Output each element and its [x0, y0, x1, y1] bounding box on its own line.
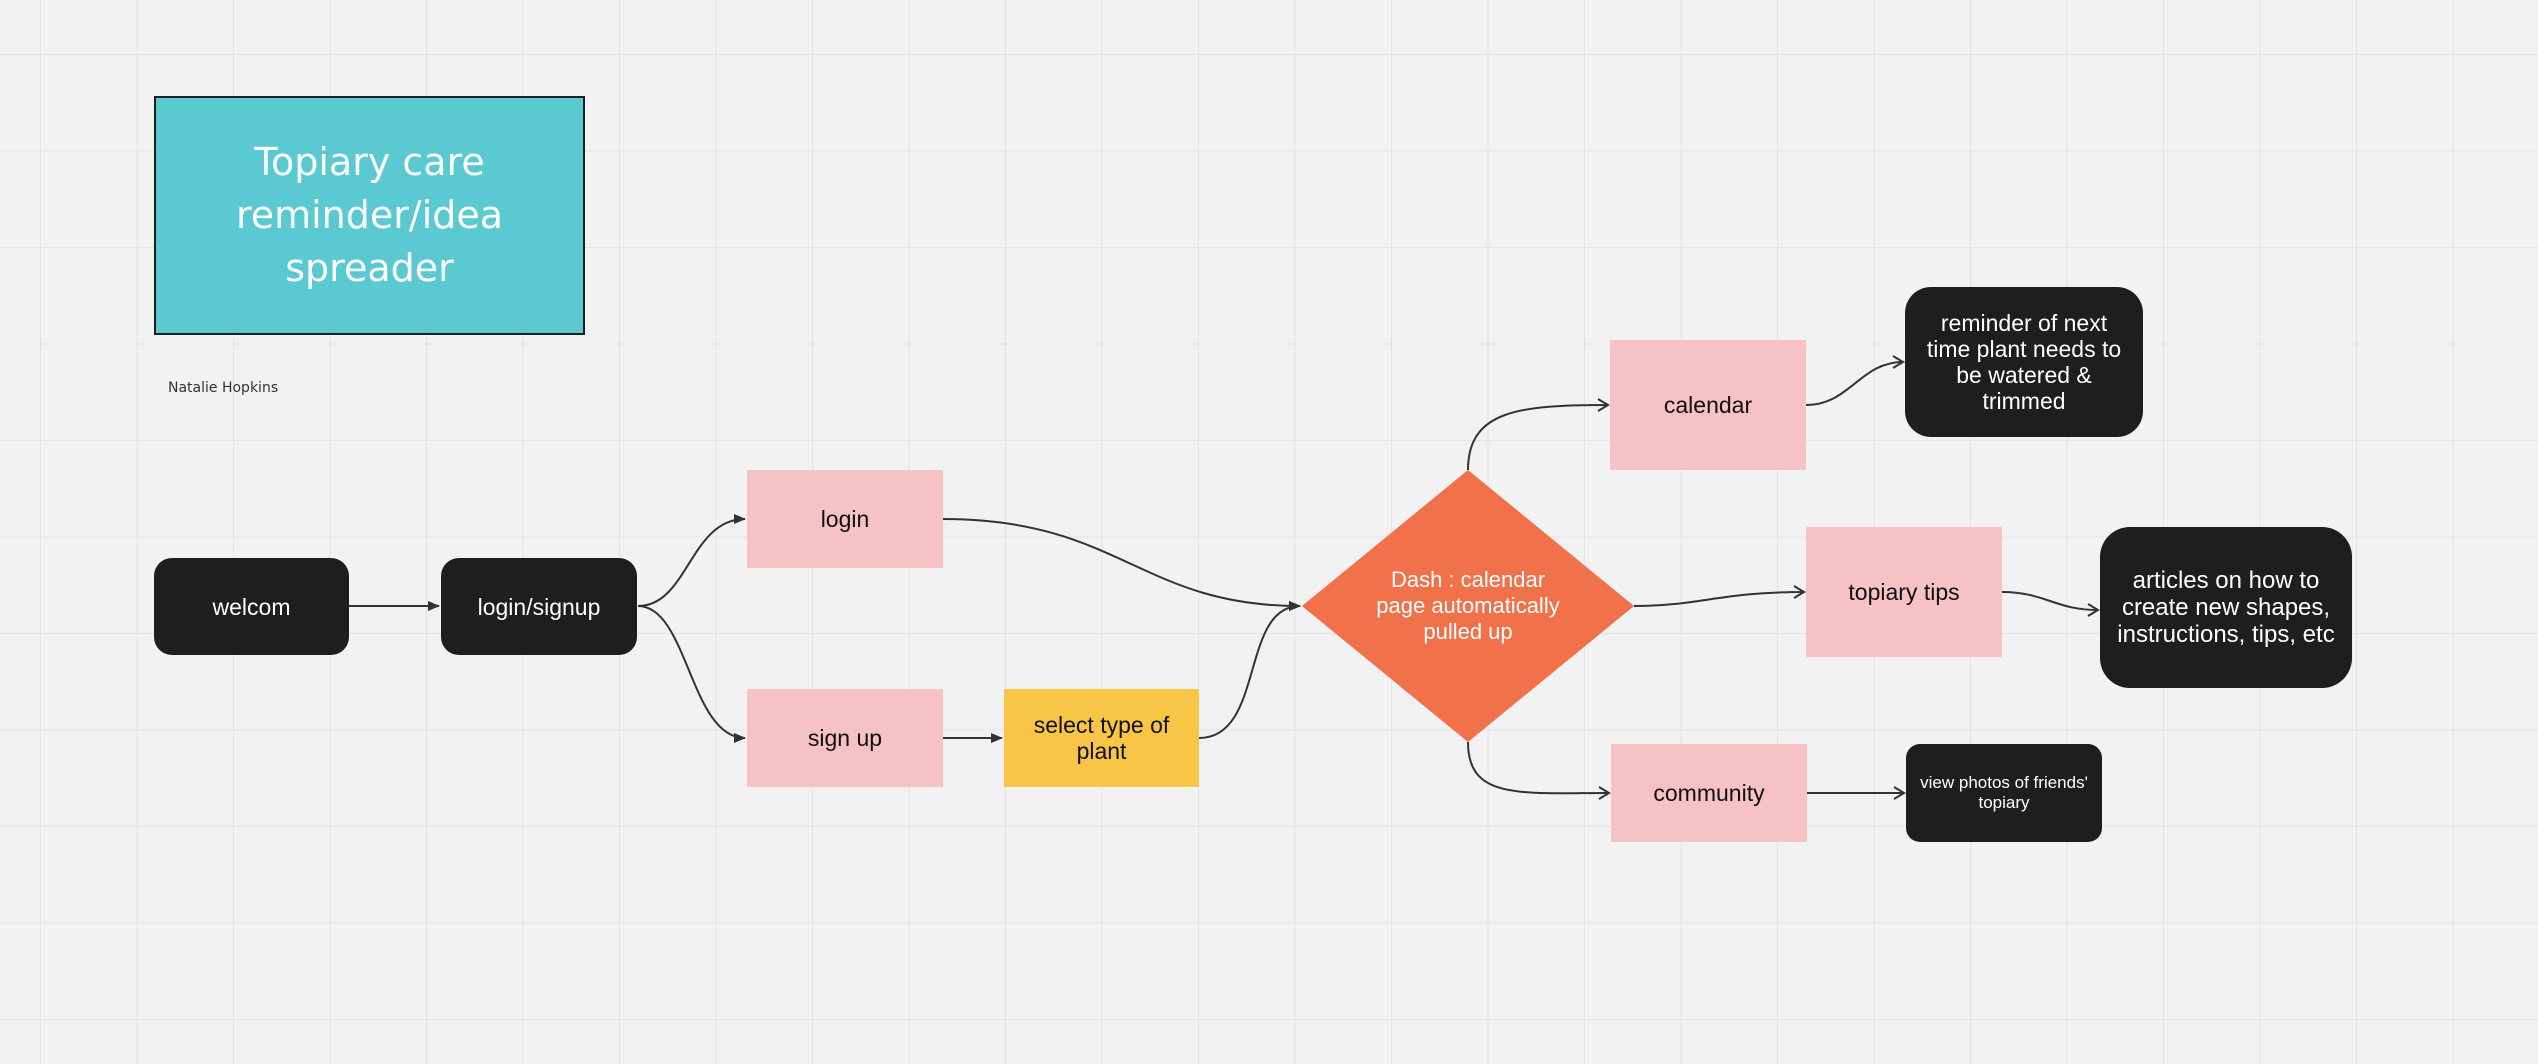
node-dash-decision[interactable]: Dash : calendar page automatically pulle… [1302, 470, 1634, 742]
edge-calendar-reminder[interactable] [1805, 355, 1905, 406]
edge-tips-articles[interactable] [2001, 591, 2100, 617]
edge-dash-tips[interactable] [1633, 585, 1806, 607]
node-community[interactable]: community [1611, 744, 1807, 842]
node-dash-label: Dash : calendar page automatically pulle… [1376, 567, 1560, 644]
node-calendar-label: calendar [1663, 392, 1753, 418]
node-reminder[interactable]: reminder of next time plant needs to be … [1905, 287, 2143, 437]
node-topiary-tips[interactable]: topiary tips [1806, 527, 2002, 657]
author-label: Natalie Hopkins [168, 380, 279, 396]
edge-loginsignup-login[interactable] [637, 514, 746, 607]
node-articles[interactable]: articles on how to create new shapes, in… [2100, 527, 2352, 688]
node-reminder-label: reminder of next time plant needs to be … [1926, 310, 2122, 414]
node-login-signup-label: login/signup [477, 593, 601, 620]
node-select-plant[interactable]: select type of plant [1004, 689, 1199, 787]
node-articles-label: articles on how to create new shapes, in… [2117, 567, 2335, 648]
node-calendar[interactable]: calendar [1610, 340, 1806, 470]
node-sign-up[interactable]: sign up [747, 689, 943, 787]
node-topiary-tips-label: topiary tips [1848, 579, 1960, 605]
node-login-label: login [820, 506, 870, 532]
node-welcom[interactable]: welcom [154, 558, 349, 655]
edge-select-dash[interactable] [1198, 601, 1301, 739]
node-community-label: community [1653, 780, 1765, 806]
node-login-signup[interactable]: login/signup [441, 558, 637, 655]
board-title-card[interactable]: Topiary care reminder/idea spreader [154, 96, 585, 335]
node-welcom-label: welcom [212, 593, 291, 620]
edge-login-dash[interactable] [942, 518, 1301, 611]
edge-dash-calendar[interactable] [1467, 398, 1610, 471]
node-select-plant-label: select type of plant [1033, 712, 1170, 764]
node-sign-up-label: sign up [807, 725, 883, 751]
diamond-shape [1302, 470, 1634, 742]
board-title: Topiary care reminder/idea spreader [235, 140, 504, 290]
edge-dash-community[interactable] [1467, 741, 1611, 800]
edge-loginsignup-signup[interactable] [637, 605, 746, 743]
node-login[interactable]: login [747, 470, 943, 568]
node-photos-label: view photos of friends' topiary [1920, 773, 2088, 812]
node-photos[interactable]: view photos of friends' topiary [1906, 744, 2102, 842]
